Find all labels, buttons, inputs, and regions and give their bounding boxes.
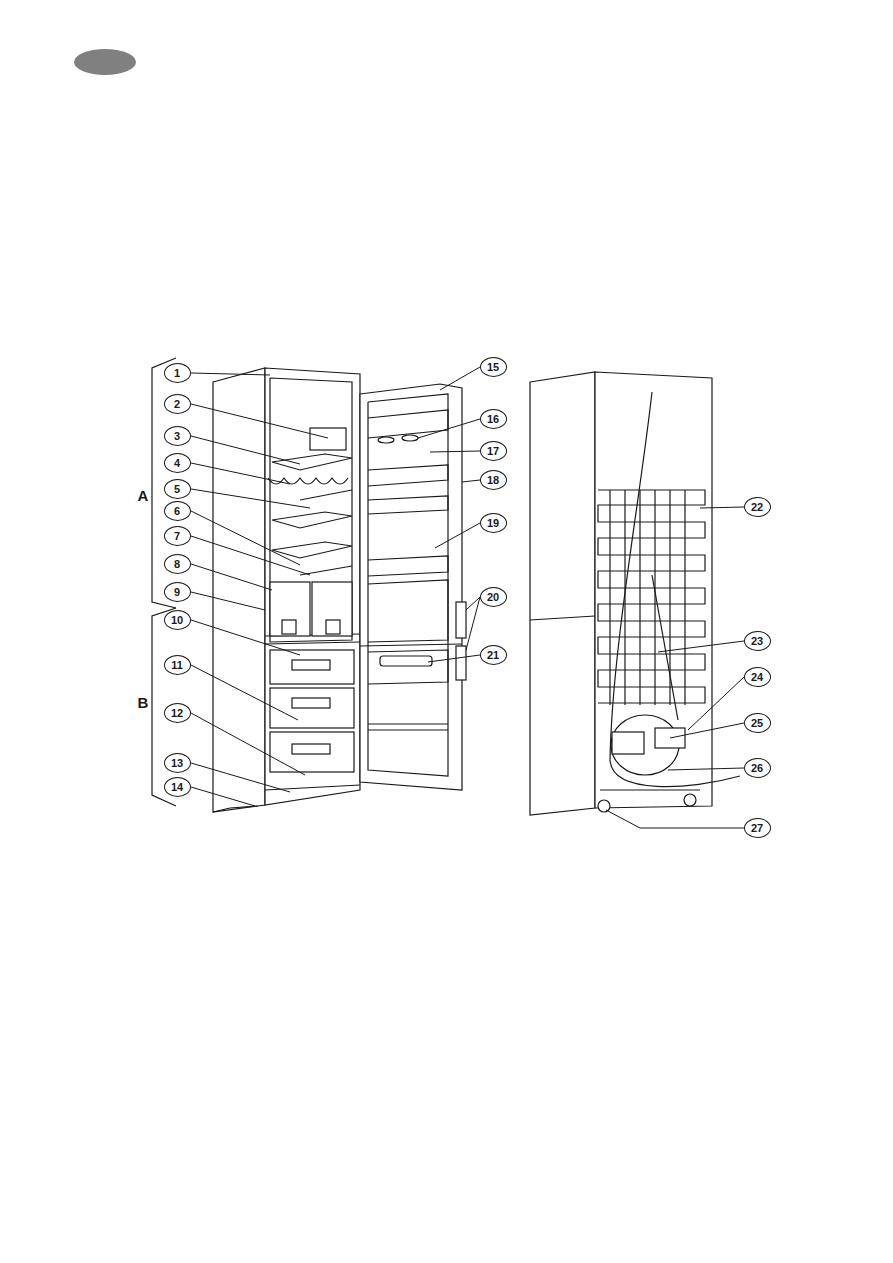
callout-text: 5 <box>174 484 180 495</box>
section-letter: B <box>138 695 149 710</box>
callout-text: 7 <box>174 531 180 542</box>
callout-text: 18 <box>487 475 499 486</box>
callout-number: 6 <box>164 501 191 521</box>
language-tab <box>74 49 136 75</box>
callout-text: 16 <box>487 414 499 425</box>
callout-text: 1 <box>174 368 180 379</box>
callout-text: 2 <box>174 399 180 410</box>
callout-number: 23 <box>744 631 771 651</box>
callout-text: 26 <box>751 763 763 774</box>
leader-lines <box>191 367 744 828</box>
callout-number: 19 <box>480 513 507 533</box>
callout-number: 9 <box>164 582 191 602</box>
section-letter: A <box>138 488 149 503</box>
callout-text: 27 <box>751 823 763 834</box>
callout-text: 19 <box>487 518 499 529</box>
callout-text: 25 <box>751 718 763 729</box>
callout-text: 8 <box>174 559 180 570</box>
callout-text: 21 <box>487 650 499 661</box>
callout-text: 6 <box>174 506 180 517</box>
callout-number: 2 <box>164 394 191 414</box>
callout-number: 27 <box>744 818 771 838</box>
callout-text: 23 <box>751 636 763 647</box>
callout-text: 12 <box>171 708 183 719</box>
callout-number: 5 <box>164 479 191 499</box>
callout-number: 16 <box>480 409 507 429</box>
callout-number: 25 <box>744 713 771 733</box>
callout-number: 7 <box>164 526 191 546</box>
callout-number: 24 <box>744 667 771 687</box>
callout-number: 10 <box>164 610 191 630</box>
callout-number: 13 <box>164 753 191 773</box>
callout-text: 20 <box>487 592 499 603</box>
callout-number: 21 <box>480 645 507 665</box>
callout-text: 13 <box>171 758 183 769</box>
callout-text: 24 <box>751 672 763 683</box>
callout-number: 20 <box>480 587 507 607</box>
callout-number: 12 <box>164 703 191 723</box>
callout-number: 3 <box>164 426 191 446</box>
callout-number: 22 <box>744 497 771 517</box>
callout-text: 15 <box>487 362 499 373</box>
callout-number: 26 <box>744 758 771 778</box>
callout-text: 9 <box>174 587 180 598</box>
callout-text: 3 <box>174 431 180 442</box>
callout-number: 4 <box>164 453 191 473</box>
callout-text: 22 <box>751 502 763 513</box>
callout-number: 17 <box>480 441 507 461</box>
callout-number: 11 <box>164 655 191 675</box>
callout-number: 1 <box>164 363 191 383</box>
callout-text: 10 <box>171 615 183 626</box>
callout-text: 4 <box>174 458 180 469</box>
fridge-rear <box>530 372 740 815</box>
callout-number: 8 <box>164 554 191 574</box>
callout-number: 15 <box>480 357 507 377</box>
callout-number: 14 <box>164 777 191 797</box>
callout-text: 11 <box>171 660 183 671</box>
callout-text: 14 <box>171 782 183 793</box>
callout-text: 17 <box>487 446 499 457</box>
callout-number: 18 <box>480 470 507 490</box>
